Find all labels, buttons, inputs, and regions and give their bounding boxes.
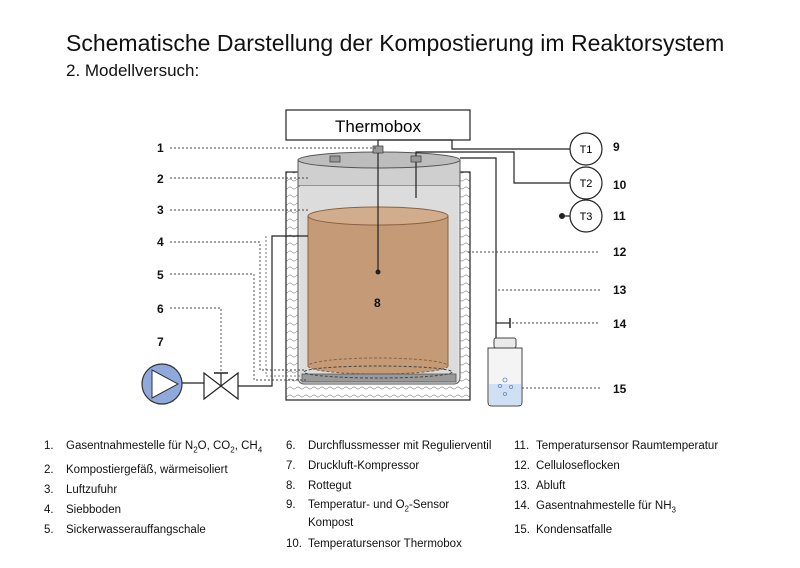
number-14: 14 (613, 317, 627, 331)
number-4: 4 (157, 235, 164, 249)
number-1: 1 (157, 141, 164, 155)
legend-item-4: 4. Siebboden (44, 504, 121, 517)
leader-lines-right (468, 251, 600, 389)
number-10: 10 (613, 178, 627, 192)
reactor-diagram: Thermobox T1 T2 T3 (141, 109, 627, 407)
legend-item-15: 15. Kondensatfalle (514, 524, 613, 537)
number-6: 6 (157, 302, 164, 316)
sensor-t3-label: T3 (580, 211, 593, 223)
number-13: 13 (613, 283, 627, 297)
leachate-tray (301, 373, 457, 383)
legend-item-14: 14. Gasentnahmestelle für NH3 (514, 500, 676, 515)
number-5: 5 (157, 268, 164, 282)
legend-item-7: 7. Druckluft-Kompressor (286, 460, 420, 472)
probe-tip (375, 269, 381, 275)
condensate-liquid (489, 384, 521, 405)
legend-column-1: 1. Gasentnahmestelle für N2O, CO2, CH4 2… (44, 436, 262, 540)
legend-item-13: 13. Abluft (514, 480, 566, 492)
bubble (502, 391, 507, 396)
legend-item-8: 8. Rottegut (286, 480, 352, 492)
legend-column-2: 6. Durchflussmesser mit Regulierventil 7… (286, 436, 491, 554)
sieve-floor (303, 365, 453, 379)
legend-item-11: 11. Temperatursensor Raumtemperatur (514, 440, 719, 452)
bubble (508, 384, 513, 389)
thermobox-header (285, 109, 471, 141)
legend-item-10: 10. Temperatursensor Thermobox (286, 538, 462, 551)
air-line-return (265, 236, 302, 377)
vessel-lid-top (297, 151, 461, 169)
page-subtitle: 2. Modellversuch: (66, 61, 200, 80)
legend-item-1: 1. Gasentnahmestelle für N2O, CO2, CH4 (44, 440, 263, 455)
t3-room-dot (559, 213, 565, 219)
number-2: 2 (157, 172, 164, 186)
sensor-t1-label: T1 (580, 144, 593, 156)
sensor-t2-label: T2 (580, 178, 593, 190)
port-t2 (410, 155, 422, 163)
bubble (497, 383, 502, 388)
number-11: 11 (613, 209, 626, 223)
air-line-valve-out (238, 235, 308, 387)
exhaust-line (460, 157, 497, 342)
wire-t1 (377, 139, 570, 150)
bubble (502, 377, 508, 383)
leader-lines-left (170, 147, 378, 381)
port-center (372, 145, 384, 154)
number-15: 15 (613, 382, 627, 396)
wire-t2 (415, 151, 570, 184)
compost-bottom (307, 357, 449, 375)
legend-item-3: 3. Luftzufuhr (44, 484, 118, 497)
legend-item-6: 6. Durchflussmesser mit Regulierventil (286, 440, 492, 452)
legend-column-3: 11. Temperatursensor Raumtemperatur 12. … (514, 436, 718, 540)
condensate-trap-cap (493, 337, 517, 349)
port-gas (329, 155, 341, 163)
number-12: 12 (613, 245, 627, 259)
legend-item-5: 5. Sickerwasserauffangschale (44, 524, 206, 537)
number-8: 8 (374, 296, 381, 310)
legend-item-12: 12. Celluloseflocken (514, 460, 620, 472)
number-9: 9 (613, 140, 620, 154)
compressor-arrow (151, 369, 180, 399)
thermobox-label: Thermobox (335, 117, 421, 136)
page-title: Schematische Darstellung der Kompostieru… (66, 30, 725, 56)
number-7: 7 (157, 335, 164, 349)
number-3: 3 (157, 203, 164, 217)
legend-item-2: 2. Kompostiergefäß, wärmeisoliert (44, 464, 228, 477)
